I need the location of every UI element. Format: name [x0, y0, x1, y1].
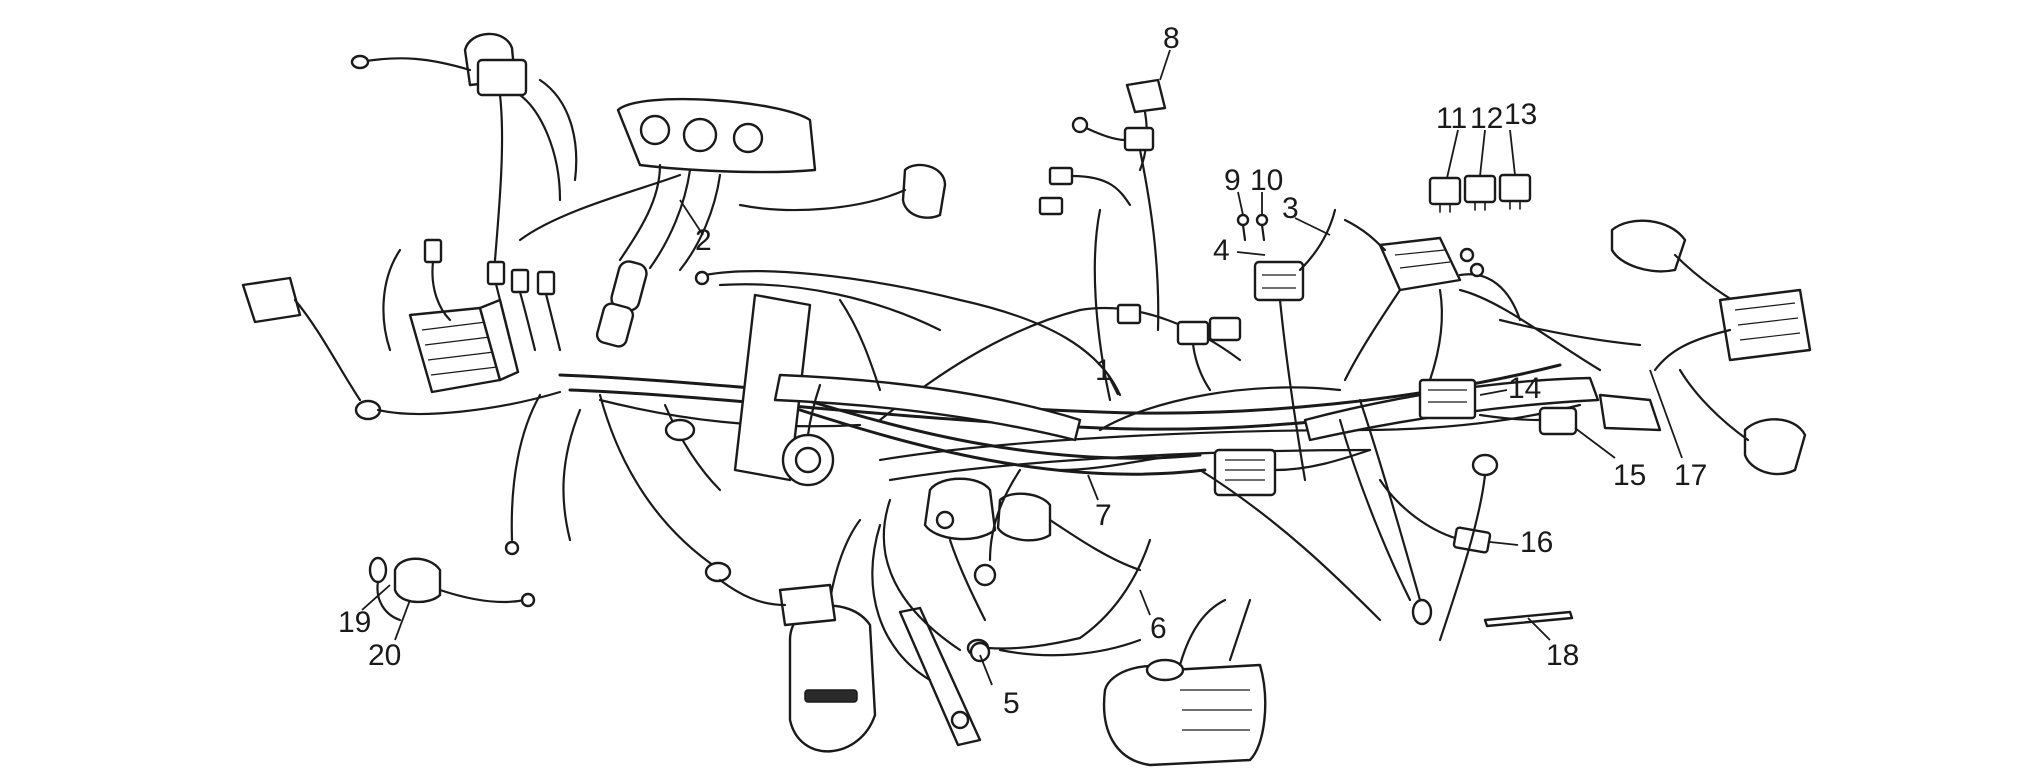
callout-19: 19: [338, 606, 371, 639]
horn: [781, 383, 835, 487]
upper-connectors: [1038, 116, 1242, 402]
callout-13: 13: [1504, 98, 1537, 131]
callout-8: 8: [1163, 22, 1180, 55]
callout-6: 6: [1150, 612, 1167, 645]
callout-7: 7: [1095, 499, 1112, 532]
ignition-coil-area: [923, 453, 1182, 622]
rear-frame: [1303, 376, 1662, 442]
frame-tube: [733, 293, 1082, 482]
relays-11-13: [1428, 173, 1532, 213]
fuse-box: [1253, 208, 1337, 482]
headlight-assembly: [408, 298, 520, 394]
connector-15: [1478, 406, 1578, 436]
side-stand-switch: [898, 606, 982, 747]
leader-lines: [361, 49, 1683, 686]
callout-11: 11: [1436, 102, 1467, 135]
connector-14: [1418, 378, 1477, 420]
callout-4: 4: [1213, 234, 1230, 267]
callout-18: 18: [1546, 639, 1579, 672]
callout-3: 3: [1282, 192, 1299, 225]
callout-1: 1: [1095, 354, 1112, 387]
relay-8: [1125, 78, 1167, 172]
callout-15: 15: [1613, 459, 1646, 492]
engine-loop: [871, 468, 1142, 682]
callout-labels: 1 2 3 4 5 6 7 8 9 10 11 12 13 14 15 16 1…: [338, 22, 1707, 720]
handlebar-switch: [350, 32, 578, 262]
lower-left-wires: [504, 393, 837, 627]
neutral-switch-wire: [966, 538, 1152, 658]
callout-16: 16: [1520, 526, 1553, 559]
rear-indicator-lower: [1678, 368, 1807, 476]
starter-motor: [1102, 598, 1267, 767]
connector-block-3: [1343, 218, 1522, 382]
callout-10: 10: [1250, 164, 1283, 197]
callout-5: 5: [1003, 687, 1020, 720]
callout-17: 17: [1674, 459, 1707, 492]
callout-20: 20: [368, 639, 401, 672]
upper-left-wire: [694, 270, 1122, 397]
callout-9: 9: [1224, 164, 1241, 197]
rear-harness: [1198, 288, 1642, 642]
rear-indicator-upper: [1610, 219, 1752, 312]
callout-2: 2: [695, 224, 712, 257]
callout-14: 14: [1508, 372, 1541, 405]
instrument-cluster: [518, 97, 817, 272]
screws-9-10: [1236, 213, 1269, 242]
stator-cover: [788, 518, 877, 753]
socket-19-20: [368, 556, 536, 622]
fuse-holder: [595, 260, 648, 348]
tail-light: [1653, 288, 1812, 372]
left-indicator-front: [241, 276, 562, 421]
right-switch: [738, 163, 947, 219]
regulator: [1213, 448, 1372, 497]
connector-cluster-left: [382, 238, 562, 352]
callout-12: 12: [1470, 102, 1503, 135]
